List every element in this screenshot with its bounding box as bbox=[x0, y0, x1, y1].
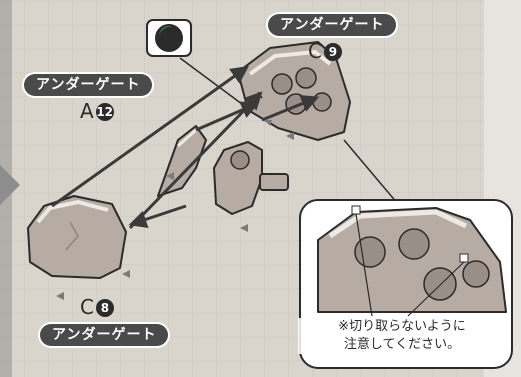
caution-line-1: ※切り取らないように bbox=[338, 319, 466, 334]
rock-part-bottom bbox=[27, 195, 127, 279]
caution-line-2: 注意してください。 bbox=[343, 337, 461, 352]
rock-part-top bbox=[237, 41, 351, 141]
page-arrow-icon bbox=[0, 165, 20, 205]
zoom-pointer bbox=[343, 139, 399, 205]
blade-part bbox=[157, 125, 207, 197]
assembly-arrows bbox=[51, 65, 320, 230]
caution-note: ※切り取らないように 注意してください。 bbox=[298, 318, 506, 354]
paint-marker-icon bbox=[146, 19, 192, 57]
gate-markers bbox=[56, 120, 294, 300]
label-bottom: アンダーゲート bbox=[40, 324, 169, 346]
label-top: アンダーゲート bbox=[268, 14, 397, 36]
label-left: アンダーゲート bbox=[24, 74, 153, 96]
connector-part bbox=[213, 141, 289, 215]
